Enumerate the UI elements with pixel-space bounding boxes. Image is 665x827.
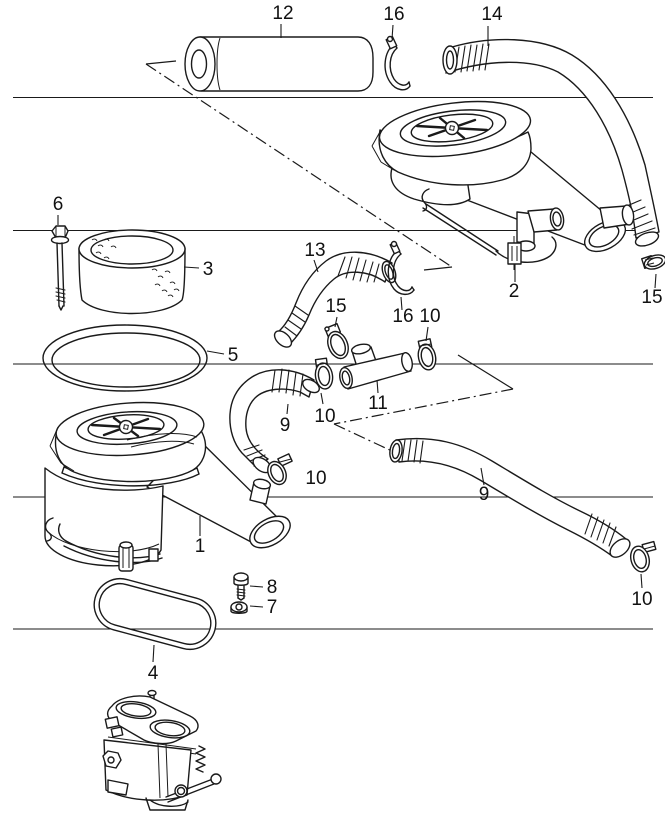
- carburetor: [103, 691, 221, 811]
- part-9-hose-left: [230, 369, 322, 476]
- callout-label-10: 10: [631, 589, 652, 610]
- construction-line: [146, 61, 176, 64]
- part-16-wire-clamp-lower: [388, 242, 414, 295]
- callout-label-15: 15: [641, 287, 662, 308]
- callout-label-1: 1: [195, 536, 206, 557]
- callout-label-7: 7: [267, 597, 278, 618]
- callout-leader-15: [335, 317, 337, 327]
- callout-label-9: 9: [280, 415, 291, 436]
- construction-line: [458, 355, 513, 389]
- callout-label-2: 2: [509, 281, 520, 302]
- callout-leader-10: [426, 327, 428, 341]
- part-10-clamp-b: [314, 358, 334, 390]
- callout-leader-8: [250, 586, 263, 587]
- callout-label-10: 10: [419, 306, 440, 327]
- callout-leader-7: [250, 606, 263, 607]
- part-13-hose: [272, 252, 399, 350]
- callout-label-15: 15: [325, 296, 346, 317]
- callout-label-3: 3: [203, 259, 214, 280]
- part-14-hose: [443, 40, 660, 249]
- part-8-bolt: [234, 573, 248, 600]
- part-1-air-cleaner-assembly: [45, 398, 296, 571]
- callout-leader-5: [207, 351, 224, 354]
- callout-leader-9: [287, 404, 288, 414]
- construction-line: [334, 389, 513, 424]
- callout-leader-10: [321, 393, 323, 404]
- callout-leader-15: [655, 274, 656, 288]
- callout-label-9: 9: [479, 484, 490, 505]
- callout-label-16: 16: [383, 4, 404, 25]
- construction-line: [424, 267, 452, 270]
- part-6-bolt: [52, 226, 69, 310]
- construction-lines: [146, 61, 513, 452]
- callout-label-10: 10: [305, 468, 326, 489]
- callout-leader-11: [377, 380, 378, 393]
- part-10-clamp-c: [264, 454, 292, 488]
- part-11-tube: [338, 343, 414, 390]
- callouts: 12 16 14 6 3 5 13 15 16 10 2 15 11 10 9 10 1 87 4 9 10: [53, 3, 663, 684]
- part-5-seal-ring: [43, 325, 207, 391]
- callout-label-10: 10: [314, 406, 335, 427]
- callout-label-12: 12: [272, 3, 293, 24]
- part-4-gasket: [88, 573, 221, 655]
- construction-line: [334, 424, 394, 452]
- callout-label-8: 8: [267, 577, 278, 598]
- callout-leader-3: [184, 267, 199, 268]
- part-12-cylinder: [185, 37, 373, 91]
- callout-label-6: 6: [53, 194, 64, 215]
- part-9-hose-right: [389, 439, 634, 561]
- part-2-air-cleaner-assembly: [372, 94, 635, 270]
- part-10-clamp-a: [416, 339, 438, 372]
- part-15-clamp-middle: [324, 324, 352, 362]
- callout-leader-16: [401, 297, 402, 310]
- callout-label-11: 11: [368, 393, 388, 414]
- part-15-clamp-right: [642, 252, 665, 271]
- callout-label-5: 5: [228, 345, 239, 366]
- part-3-filter-element: [79, 230, 185, 314]
- construction-line: [146, 64, 452, 267]
- callout-leader-16: [392, 25, 393, 39]
- callout-label-16: 16: [392, 306, 413, 327]
- part-16-wire-clamp-upper: [385, 37, 410, 90]
- callout-leader-4: [153, 645, 154, 662]
- callout-label-14: 14: [481, 4, 503, 25]
- callout-leader-13: [314, 260, 318, 272]
- part-10-clamp-d: [628, 542, 656, 574]
- callout-label-4: 4: [148, 663, 159, 684]
- part-7-nut: [231, 602, 247, 613]
- callout-leader-9: [481, 468, 484, 485]
- callout-leader-10: [641, 574, 642, 588]
- callout-label-13: 13: [304, 240, 325, 261]
